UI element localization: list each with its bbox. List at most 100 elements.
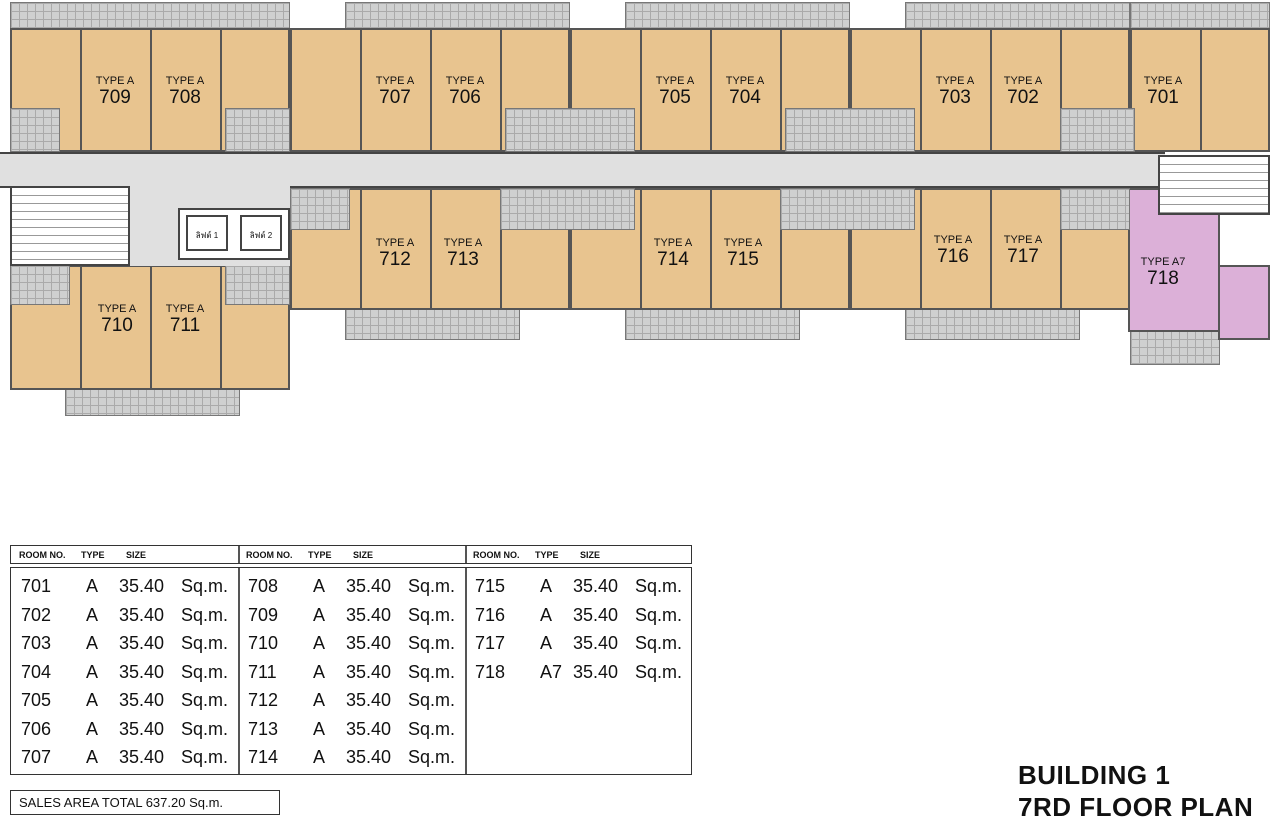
column-header: ROOM NO. <box>19 550 66 560</box>
unit-type-label: TYPE A <box>933 234 973 246</box>
unit-number: 710 <box>101 315 133 336</box>
balcony <box>345 308 520 340</box>
room-type: A <box>540 604 553 625</box>
bathroom <box>505 108 635 152</box>
unit-number: 715 <box>727 249 759 270</box>
room-size: 35.40 <box>573 576 619 596</box>
room-size: 35.40 <box>346 747 392 767</box>
unit-type-label: TYPE A <box>97 303 137 315</box>
column-header: TYPE <box>81 550 105 560</box>
room-no: 704 <box>21 661 52 682</box>
balcony <box>625 308 800 340</box>
room-no: 710 <box>248 633 279 653</box>
column-header: TYPE <box>308 550 332 560</box>
room-type: A <box>313 633 326 653</box>
lift-1: ลิฟต์ 1 <box>186 215 228 251</box>
room-size: 35.40 <box>119 747 165 767</box>
unit-type-label: TYPE A <box>445 75 485 87</box>
size-unit: Sq.m. <box>181 576 229 596</box>
size-unit: Sq.m. <box>181 633 229 653</box>
room-type: A <box>540 576 553 596</box>
size-unit: Sq.m. <box>635 604 683 625</box>
room-no: 717 <box>475 633 506 653</box>
unit-number: 701 <box>1147 87 1179 108</box>
unit-number: 718 <box>1147 268 1179 289</box>
bathroom <box>1060 188 1130 230</box>
bathroom <box>785 108 915 152</box>
room-size: 35.40 <box>573 661 619 682</box>
room-size: 35.40 <box>119 718 165 739</box>
unit-number: 706 <box>449 87 481 108</box>
room-type: A <box>86 576 99 596</box>
unit-type-label: TYPE A <box>443 237 483 249</box>
sales-area-total: SALES AREA TOTAL 637.20 Sq.m. <box>10 790 280 815</box>
room-size: 35.40 <box>119 604 165 625</box>
unit-type-label: TYPE A <box>165 303 205 315</box>
unit-block <box>1130 28 1270 152</box>
bathroom <box>10 108 60 152</box>
column-header: ROOM NO. <box>246 550 293 560</box>
column-header: SIZE <box>126 550 147 560</box>
size-unit: Sq.m. <box>635 661 683 682</box>
room-no: 714 <box>248 747 279 767</box>
room-type: A <box>86 661 99 682</box>
unit-block-a7 <box>1218 265 1270 340</box>
room-no: 713 <box>248 718 279 739</box>
room-size: 35.40 <box>573 633 619 653</box>
room-size: 35.40 <box>119 633 165 653</box>
room-type: A <box>86 718 99 739</box>
room-type: A <box>540 633 553 653</box>
balcony <box>905 2 1130 30</box>
unit-type-label: TYPE A <box>725 75 765 87</box>
unit-number: 704 <box>729 87 761 108</box>
room-type: A <box>86 747 99 767</box>
room-type: A7 <box>540 661 563 682</box>
balcony <box>10 2 290 30</box>
room-no: 706 <box>21 718 52 739</box>
balcony <box>345 2 570 30</box>
room-type: A <box>86 690 99 710</box>
room-size: 35.40 <box>346 633 392 653</box>
unit-number: 714 <box>657 249 689 270</box>
unit-type-label: TYPE A <box>723 237 763 249</box>
unit-type-label: TYPE A <box>935 75 975 87</box>
unit-type-label: TYPE A <box>1003 75 1043 87</box>
room-size: 35.40 <box>346 718 392 739</box>
room-no: 707 <box>21 747 52 767</box>
room-size: 35.40 <box>346 576 392 596</box>
column-header: TYPE <box>535 550 559 560</box>
room-no: 709 <box>248 604 279 625</box>
bathroom <box>500 188 635 230</box>
unit-type-label: TYPE A <box>1003 234 1043 246</box>
room-no: 701 <box>21 576 52 596</box>
size-unit: Sq.m. <box>408 604 456 625</box>
balcony <box>1130 2 1270 30</box>
unit-type-label: TYPE A <box>375 75 415 87</box>
room-no: 708 <box>248 576 279 596</box>
size-unit: Sq.m. <box>408 718 456 739</box>
unit-number: 707 <box>379 87 411 108</box>
balcony <box>625 2 850 30</box>
room-size: 35.40 <box>573 604 619 625</box>
floor-plan-title: 7RD FLOOR PLAN <box>1018 792 1254 822</box>
